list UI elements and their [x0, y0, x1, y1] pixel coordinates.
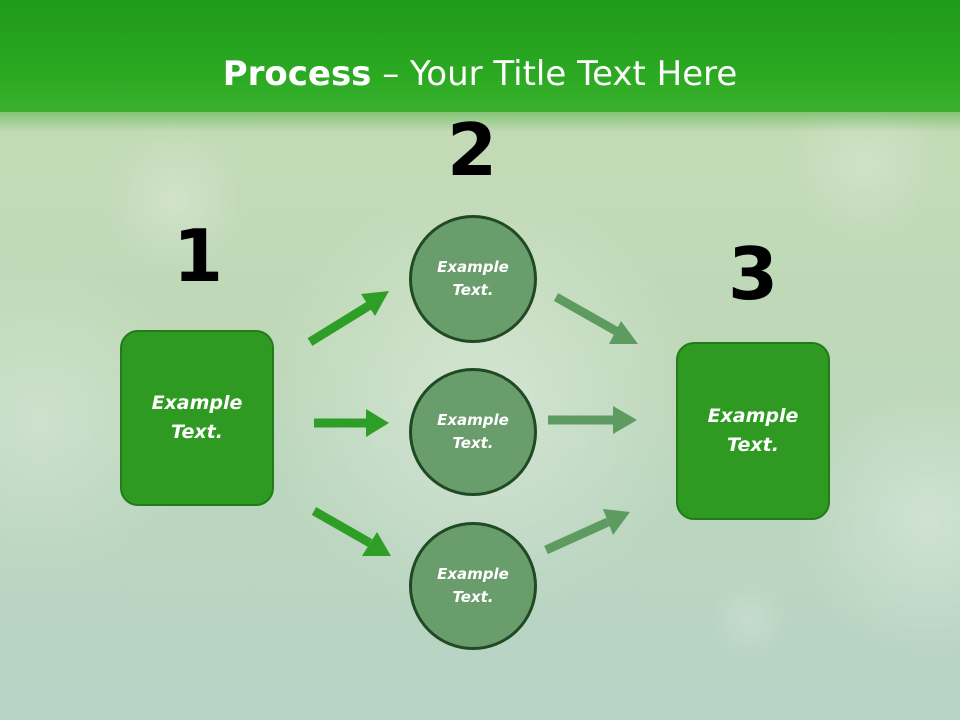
arrow-left-to-bottom [311, 507, 373, 547]
middle-circle-center-text: Example Text. [437, 411, 509, 452]
step-number-2: 2 [446, 108, 498, 192]
middle-circle-bottom: Example Text. [409, 522, 537, 650]
middle-circle-top: Example Text. [409, 215, 537, 343]
slide-title-rest: – Your Title Text Here [371, 54, 738, 94]
middle-circle-bottom-text: Example Text. [437, 565, 509, 606]
slide-title: Process – Your Title Text Here [0, 52, 960, 96]
step-number-1: 1 [172, 214, 224, 298]
title-bar [0, 0, 960, 112]
arrow-head-bottom-to-right [603, 509, 630, 535]
slide-title-bold: Process [222, 54, 372, 94]
middle-circle-top-text: Example Text. [437, 258, 509, 299]
arrow-top-to-right [553, 293, 619, 335]
arrow-head-center-to-right [613, 406, 637, 434]
title-bar-fade [0, 108, 960, 132]
arrow-bottom-to-right [544, 517, 610, 555]
arrow-head-left-to-top [361, 291, 389, 316]
arrow-left-to-top [307, 301, 373, 346]
arrow-head-top-to-right [609, 321, 638, 344]
step-number-3: 3 [727, 232, 779, 316]
left-step-box-text: Example Text. [151, 392, 243, 443]
left-step-box: Example Text. [120, 330, 274, 506]
arrow-head-left-to-bottom [362, 532, 391, 556]
right-step-box-text: Example Text. [707, 405, 799, 456]
arrow-head-left-to-center [366, 409, 389, 437]
right-step-box: Example Text. [676, 342, 830, 520]
middle-circle-center: Example Text. [409, 368, 537, 496]
